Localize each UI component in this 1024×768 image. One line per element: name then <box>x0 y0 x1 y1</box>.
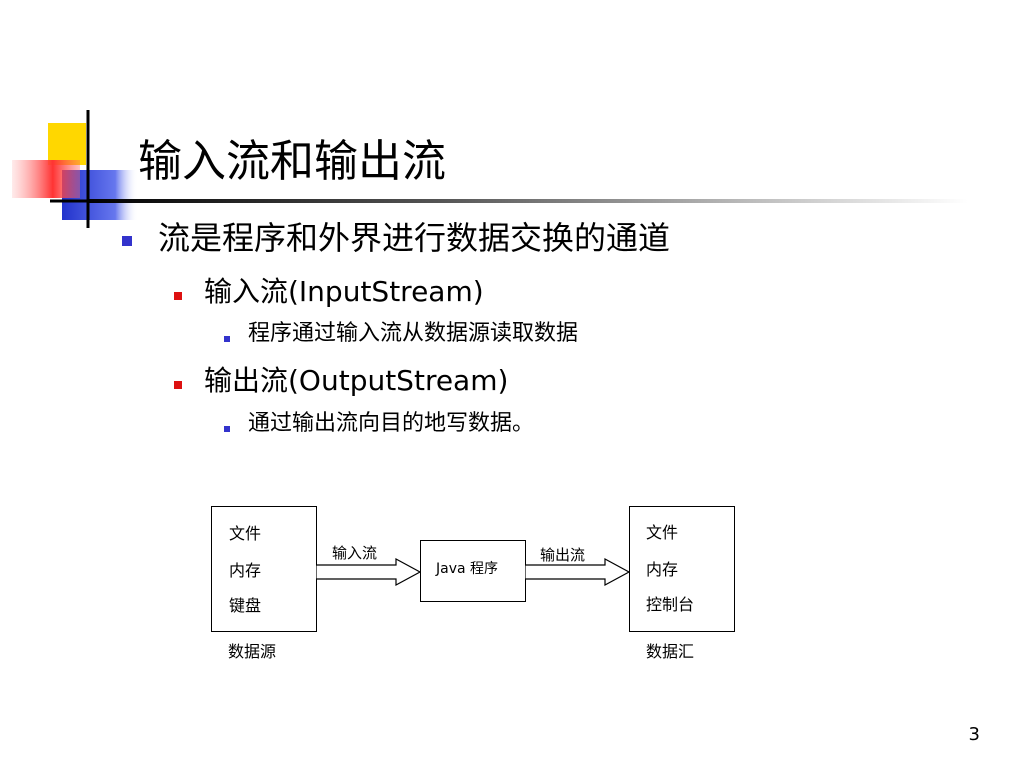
level2-bullet-output <box>174 381 182 389</box>
page-number: 3 <box>968 724 980 745</box>
title-decoration <box>12 110 160 228</box>
java-program-label: Java 程序 <box>436 561 499 577</box>
output-stream-heading: 输出流(OutputStream) <box>204 364 509 397</box>
slide-title: 输入流和输出流 <box>138 136 446 187</box>
level1-bullet <box>122 236 132 246</box>
level3-bullet-input <box>224 336 230 342</box>
sink-item-memory: 内存 <box>646 560 679 579</box>
level3-bullet-output <box>224 426 230 432</box>
yellow-square <box>48 123 86 165</box>
level1-text: 流是程序和外界进行数据交换的通道 <box>158 219 671 257</box>
level2-bullet-input <box>174 292 182 300</box>
data-source-box <box>211 506 317 632</box>
output-arrow <box>525 557 631 587</box>
data-sink-box <box>629 506 735 632</box>
java-program-box <box>420 540 526 602</box>
source-item-keyboard: 键盘 <box>229 596 262 615</box>
sink-item-file: 文件 <box>646 523 679 542</box>
input-arrow <box>316 557 422 587</box>
title-underline <box>88 199 968 203</box>
red-gradient-bar <box>12 160 80 198</box>
source-item-memory: 内存 <box>229 561 262 580</box>
output-arrow-label: 输出流 <box>540 546 586 564</box>
sink-caption: 数据汇 <box>646 642 695 661</box>
sink-item-console: 控制台 <box>646 595 695 614</box>
input-stream-heading: 输入流(InputStream) <box>204 275 484 308</box>
input-stream-detail: 程序通过输入流从数据源读取数据 <box>248 321 579 346</box>
source-caption: 数据源 <box>228 642 277 661</box>
output-stream-detail: 通过输出流向目的地写数据。 <box>248 411 535 436</box>
input-arrow-label: 输入流 <box>332 544 378 562</box>
source-item-file: 文件 <box>229 524 262 543</box>
